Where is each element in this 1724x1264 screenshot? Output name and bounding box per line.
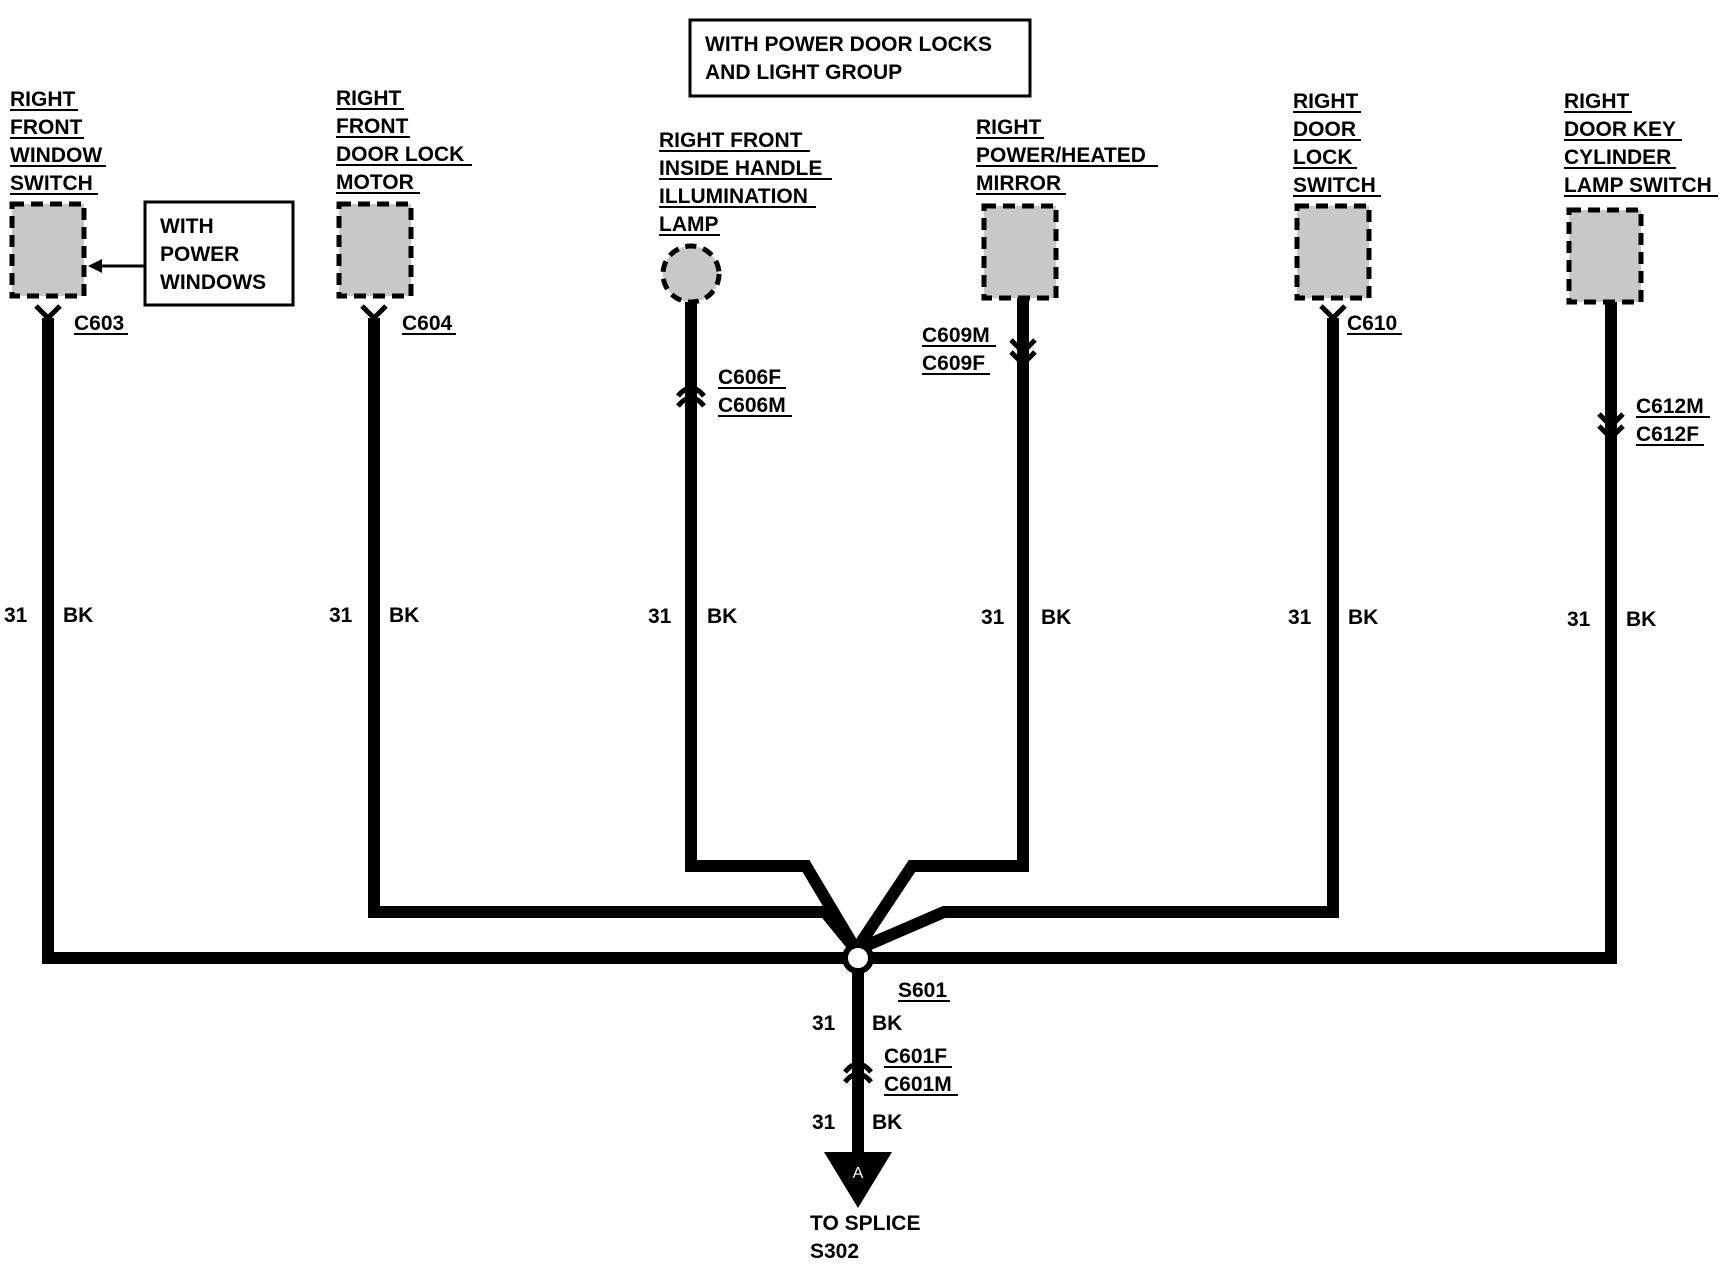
wire6-color: BK: [1626, 608, 1656, 631]
c612f-label: C612F: [1636, 423, 1699, 446]
wire-labels: 31 BK 31 BK 31 BK 31 BK 31 BK 31 BK 31 B…: [4, 604, 1656, 1134]
option-arrow-icon: [88, 259, 102, 273]
c612m-label: C612M: [1636, 395, 1704, 418]
wire1-circuit: 31: [4, 604, 28, 627]
c610-label: C610: [1347, 312, 1397, 335]
wire4-color: BK: [1041, 606, 1071, 629]
comp3-name-3: ILLUMINATION: [659, 185, 808, 208]
comp4-name-2: POWER/HEATED: [976, 144, 1146, 167]
c601f-label: C601F: [884, 1045, 947, 1068]
key-cylinder-lamp-switch-symbol: [1566, 207, 1644, 305]
comp2-name-3: DOOR LOCK: [336, 143, 464, 166]
window-switch-symbol: [9, 201, 87, 299]
header-line-2: AND LIGHT GROUP: [705, 61, 902, 84]
wire2-color: BK: [389, 604, 419, 627]
comp1-name-1: RIGHT: [10, 88, 76, 111]
component-right-power-heated-mirror: RIGHT POWER/HEATED MIRROR C609M C609F: [922, 116, 1158, 375]
comp6-name-3: CYLINDER: [1564, 146, 1671, 169]
c610-connector-symbol: [1319, 304, 1347, 322]
comp5-name-4: SWITCH: [1293, 174, 1376, 197]
wire-c606: [685, 302, 862, 954]
c604-label: C604: [402, 312, 453, 335]
comp3-name-2: INSIDE HANDLE: [659, 157, 822, 180]
c604-connector-symbol: [360, 304, 388, 322]
c606f-label: C606F: [718, 366, 781, 389]
comp5-name-1: RIGHT: [1293, 90, 1359, 113]
comp1-name-4: SWITCH: [10, 172, 93, 195]
option-line-3: WINDOWS: [160, 271, 266, 294]
destination-s302: A TO SPLICE S302: [810, 1152, 920, 1263]
c606m-label: C606M: [718, 394, 786, 417]
wire8-color: BK: [872, 1111, 902, 1134]
component-right-door-key-cylinder-lamp-switch: RIGHT DOOR KEY CYLINDER LAMP SWITCH C612…: [1564, 90, 1718, 446]
comp5-name-2: DOOR: [1293, 118, 1356, 141]
comp3-name-4: LAMP: [659, 213, 719, 236]
destination-line-2: S302: [810, 1240, 859, 1263]
wire-c610: [853, 318, 1339, 956]
arrow-marker: A: [853, 1165, 864, 1182]
component-right-front-window-switch: RIGHT FRONT WINDOW SWITCH C603: [9, 88, 128, 335]
splice-symbol: [842, 942, 874, 974]
c601-connector-symbol: [843, 1071, 873, 1084]
c609m-label: C609M: [922, 324, 990, 347]
splice-s601: S601: [842, 942, 950, 1002]
wire-c612: [856, 302, 1617, 964]
wire-c609: [851, 298, 1029, 954]
comp3-name-1: RIGHT FRONT: [659, 129, 803, 152]
header-line-1: WITH POWER DOOR LOCKS: [705, 33, 992, 56]
wire7-color: BK: [872, 1012, 902, 1035]
comp2-name-1: RIGHT: [336, 87, 402, 110]
component-right-front-door-lock-motor: RIGHT FRONT DOOR LOCK MOTOR C604: [336, 87, 472, 335]
mirror-symbol: [981, 203, 1059, 301]
comp6-name-4: LAMP SWITCH: [1564, 174, 1712, 197]
wire1-color: BK: [63, 604, 93, 627]
comp6-name-1: RIGHT: [1564, 90, 1630, 113]
off-page-arrow-icon: [824, 1152, 892, 1208]
component-inside-handle-illumination-lamp: RIGHT FRONT INSIDE HANDLE ILLUMINATION L…: [659, 129, 832, 417]
comp5-name-3: LOCK: [1293, 146, 1353, 169]
wire5-color: BK: [1348, 606, 1378, 629]
component-right-door-lock-switch: RIGHT DOOR LOCK SWITCH C610: [1293, 90, 1402, 335]
option-line-1: WITH: [160, 215, 214, 238]
wire6-circuit: 31: [1567, 608, 1591, 631]
comp4-name-3: MIRROR: [976, 172, 1061, 195]
wire4-circuit: 31: [981, 606, 1005, 629]
comp2-name-4: MOTOR: [336, 171, 414, 194]
wire8-circuit: 31: [812, 1111, 836, 1134]
c603-connector-symbol: [34, 304, 62, 322]
wire3-color: BK: [707, 605, 737, 628]
destination-line-1: TO SPLICE: [810, 1212, 920, 1235]
wire5-circuit: 31: [1288, 606, 1312, 629]
c609f-label: C609F: [922, 352, 985, 375]
option-box-power-windows: WITH POWER WINDOWS: [88, 200, 295, 307]
door-lock-switch-symbol: [1294, 203, 1372, 301]
comp1-name-2: FRONT: [10, 116, 82, 139]
wire-c603: [42, 318, 856, 964]
option-line-2: POWER: [160, 243, 239, 266]
header-box: WITH POWER DOOR LOCKS AND LIGHT GROUP: [688, 18, 1032, 98]
comp1-name-3: WINDOW: [10, 144, 102, 167]
s601-label: S601: [898, 979, 947, 1002]
comp4-name-1: RIGHT: [976, 116, 1042, 139]
comp2-name-2: FRONT: [336, 115, 408, 138]
wire7-circuit: 31: [812, 1012, 836, 1035]
c601m-label: C601M: [884, 1073, 952, 1096]
door-lock-motor-symbol: [336, 201, 414, 299]
wire3-circuit: 31: [648, 605, 672, 628]
lamp-symbol: [660, 243, 722, 305]
comp6-name-2: DOOR KEY: [1564, 118, 1676, 141]
connector-c601: C601F C601M: [843, 1045, 958, 1096]
c603-label: C603: [74, 312, 124, 335]
wire2-circuit: 31: [329, 604, 353, 627]
wire-harness: [42, 298, 1617, 1172]
